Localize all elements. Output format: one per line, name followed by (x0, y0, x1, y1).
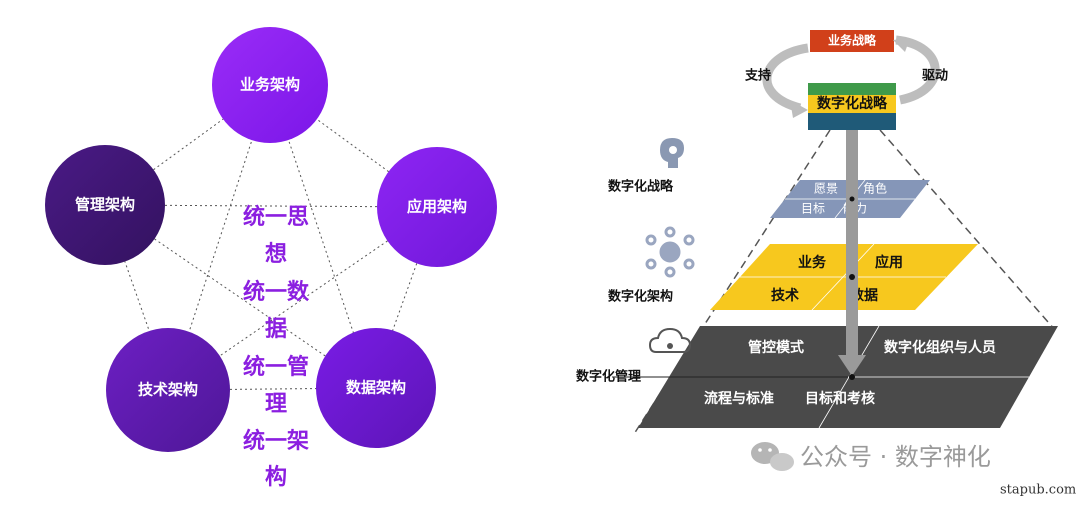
arrow-head-icon (893, 38, 910, 52)
layer-management-item: 管控模式 (748, 339, 804, 356)
center-line: 统一架 (243, 428, 309, 454)
node-data-label: 数据架构 (346, 379, 406, 397)
layer-management-item: 流程与标准 (704, 390, 774, 407)
center-line: 想 (265, 242, 287, 267)
center-line: 据 (265, 317, 287, 342)
support-label: 支持 (744, 68, 771, 84)
digital-strategy-box: 数字化战略 (808, 83, 896, 130)
layer-architecture-item: 应用 (875, 254, 903, 271)
pentagon-diagram: 业务架构 管理架构 应用架构 技术架构 数据架构 统一思 想 统一数 据 统一管… (45, 27, 497, 490)
layer-architecture-item: 业务 (798, 254, 827, 271)
node-management-label: 管理架构 (75, 196, 135, 214)
center-line: 统一思 (243, 204, 309, 230)
business-strategy-label: 业务战略 (828, 33, 877, 48)
digital-strategy-box-label: 数字化战略 (817, 95, 888, 112)
center-line: 统一数 (243, 279, 310, 305)
watermark-site: stapub.com (1000, 483, 1076, 498)
cloud-gear-icon (648, 327, 692, 353)
node-application-label: 应用架构 (407, 198, 467, 216)
brain-gear-icon (660, 138, 684, 168)
curved-arrows: 支持 驱动 (744, 35, 948, 118)
node-technology-label: 技术架构 (138, 381, 198, 399)
layer-management-label: 数字化管理 (576, 369, 641, 385)
node-business-label: 业务架构 (240, 76, 300, 94)
node-application: 应用架构 (377, 147, 497, 267)
network-icon (645, 226, 695, 278)
layer-architecture-item: 技术 (771, 287, 799, 304)
watermark-text: 公众号 · 数字神化 (800, 443, 991, 471)
layer-architecture-label: 数字化架构 (608, 289, 673, 305)
business-strategy-box: 业务战略 (810, 30, 894, 52)
drive-label: 驱动 (922, 69, 948, 84)
node-management: 管理架构 (45, 145, 165, 265)
wechat-icon (751, 442, 794, 471)
center-text-block: 统一思 想 统一数 据 统一管 理 统一架 构 (243, 204, 310, 490)
layer-strategy-item: 目标 (801, 202, 825, 216)
central-down-arrow (838, 130, 866, 380)
layer-management-item: 目标和考核 (805, 390, 875, 407)
center-line: 统一管 (243, 354, 309, 380)
center-line: 理 (265, 392, 287, 417)
center-line: 构 (265, 464, 287, 490)
watermark: 公众号 · 数字神化 stapub.com (751, 442, 1076, 498)
layer-strategy-label: 数字化战略 (608, 179, 674, 195)
node-business: 业务架构 (212, 27, 328, 143)
layer-management-item: 数字化组织与人员 (884, 339, 996, 356)
node-data: 数据架构 (316, 328, 436, 448)
layer-strategy-item: 角色 (863, 182, 887, 196)
arrow-head-icon (790, 100, 808, 118)
layer-strategy-item: 愿景 (814, 182, 838, 196)
node-technology: 技术架构 (106, 328, 230, 452)
pyramid-diagram: 业务战略 支持 驱动 数字化战略 愿景 角色 目标 能力 (576, 30, 1058, 435)
